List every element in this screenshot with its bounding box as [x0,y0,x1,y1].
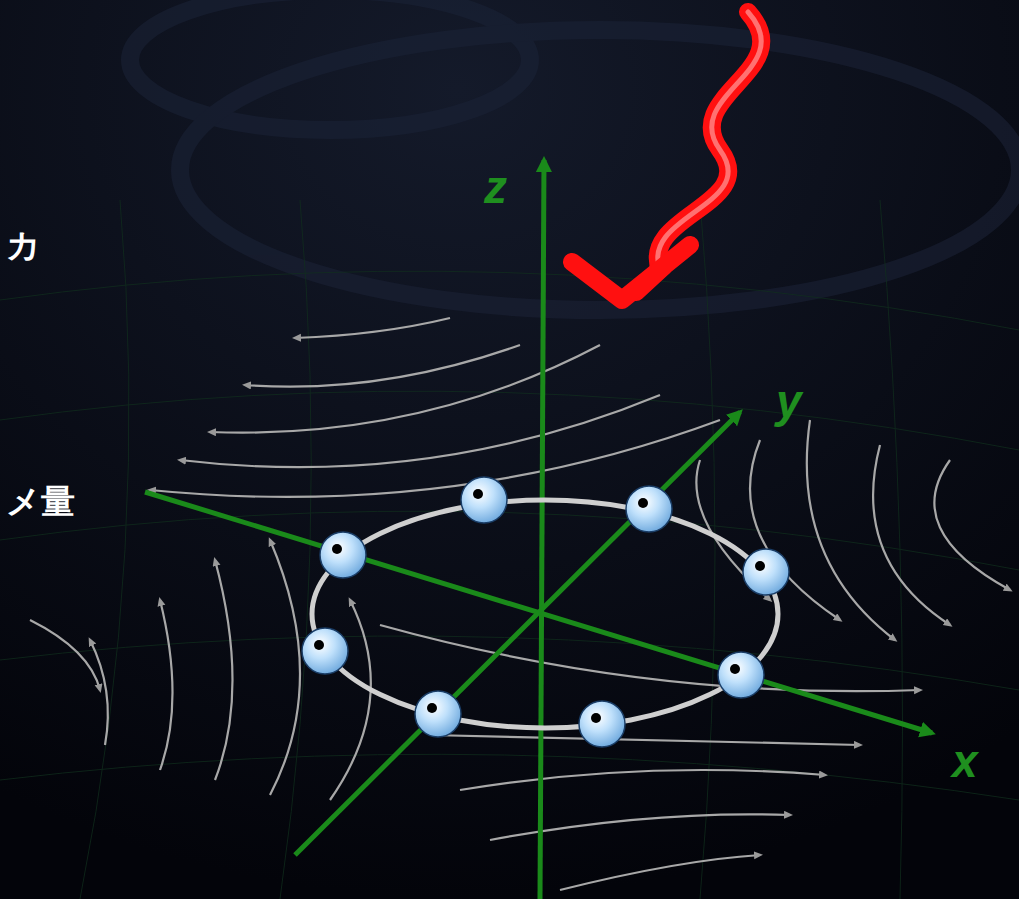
axis-label: x [952,738,978,784]
axis-label: y [776,378,802,424]
axis-label: z [484,164,507,210]
cut-off-heading: カ [6,228,41,262]
cut-off-heading: メ量 [6,484,75,518]
